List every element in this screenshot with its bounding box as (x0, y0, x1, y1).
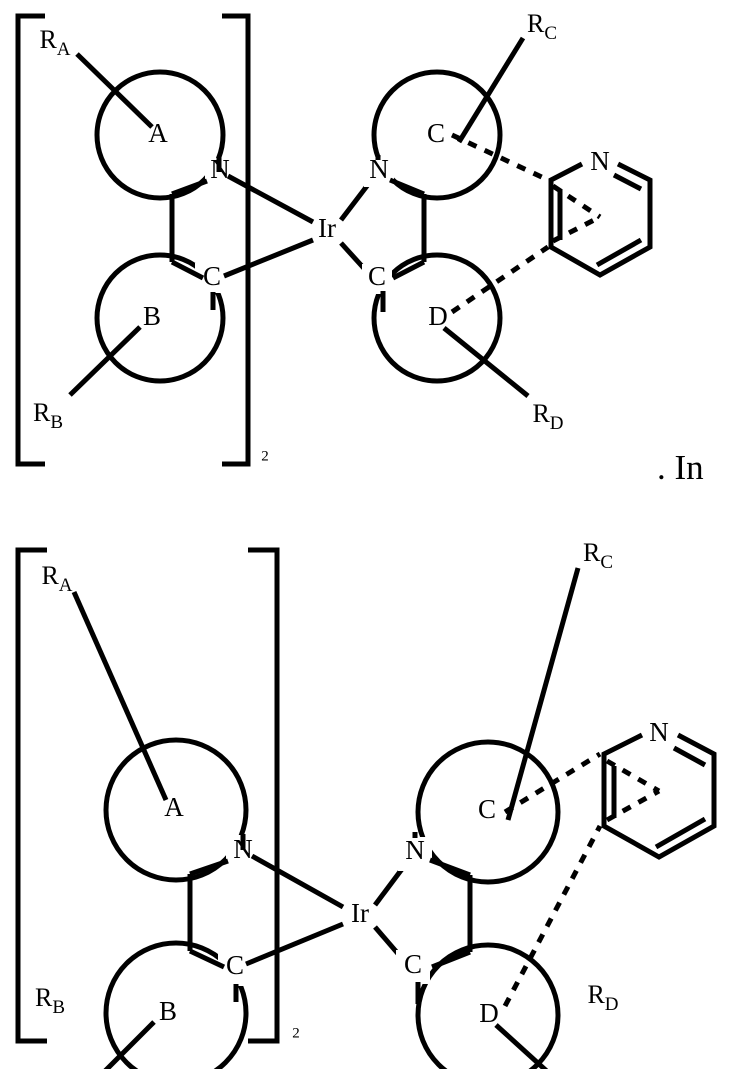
substituent-rb-label: RB (33, 398, 63, 433)
ring-c-circle-2 (415, 739, 561, 885)
structure-bottom: A B N C RA RB Ir C D N C RC (15, 538, 717, 1069)
mask-c-right (362, 264, 392, 294)
mask-n-right-2 (398, 837, 432, 871)
bracket-subscript-bottom: 2 (292, 1025, 300, 1041)
donor-c-right-label-2: C (404, 949, 422, 979)
bond-c-to-ir-left (223, 237, 314, 279)
mask-n-right (364, 157, 394, 187)
structure-top: A B N C RA RB Ir (15, 9, 653, 467)
pyridine-double-bond-top-right (612, 172, 643, 192)
bond-rb-line-2 (103, 1020, 156, 1069)
pyridine-n-label: N (590, 146, 610, 176)
substituent-rb-label-2: RB (35, 983, 65, 1018)
bond-rb-line (68, 325, 142, 397)
mask-c-right-2 (396, 950, 430, 984)
donor-c-right-label: C (368, 261, 386, 291)
ring-a-circle (94, 69, 226, 201)
bond-rc-line (456, 36, 526, 144)
ring-c-label: C (427, 118, 445, 148)
bond-n-to-ir-left-2 (250, 853, 345, 910)
pyridine-ring-outline (548, 161, 653, 278)
pyridine-n-label-2: N (649, 717, 669, 747)
donor-n-left-label: N (210, 154, 230, 184)
metal-center-label-bottom: Ir (351, 898, 369, 928)
pyridine-ring-outline-2 (601, 732, 717, 860)
ring-c-circle (371, 69, 503, 201)
bond-ra-line-2 (71, 590, 169, 802)
donor-n-right-label-2: N (405, 835, 425, 865)
ring-d-label: D (428, 301, 448, 331)
mask-c-left-2 (218, 952, 252, 986)
substituent-rd-label: RD (532, 399, 563, 434)
substituent-ra-label-2: RA (41, 561, 72, 596)
pyridine-double-bond-bottom-right-2 (654, 816, 707, 850)
dashed-internal-pyridine-lower (551, 214, 602, 244)
bond-ringd-c2-to-c (391, 259, 426, 281)
metal-center-label-top: Ir (318, 213, 336, 243)
bond-ra-line (75, 52, 154, 129)
dashed-bond-d-to-pyridine (450, 244, 550, 315)
ring-c-label-2: C (478, 794, 496, 824)
substituent-rd-label-2: RD (587, 980, 618, 1015)
bond-ir-to-n-right-2 (373, 863, 407, 907)
donor-c-left-label-2: C (226, 950, 244, 980)
substituent-rc-label-2: RC (583, 538, 613, 573)
bond-n-to-ringc-c2-2 (429, 857, 471, 878)
donor-n-right-label: N (369, 154, 389, 184)
bond-n-to-ringa-c2 (171, 178, 208, 197)
ring-d-label-2: D (479, 998, 499, 1028)
bond-ringb-c2-to-c-2 (188, 948, 226, 970)
ring-b-circle-2 (103, 940, 249, 1069)
bond-rd-line (442, 326, 530, 398)
pyridine-double-bond-top-right-2 (672, 745, 707, 768)
ring-b-circle (94, 252, 226, 384)
ring-b-label: B (143, 301, 161, 331)
bond-rc-line-2 (505, 567, 581, 821)
bond-n-to-ringc-c2 (389, 177, 425, 197)
left-bracket-bottom (15, 547, 47, 1044)
right-bracket-top (222, 13, 251, 467)
donor-n-left-label-2: N (233, 834, 253, 864)
substituent-rc-label: RC (527, 9, 557, 44)
ring-d-circle-2 (415, 942, 561, 1069)
ring-a-label: A (148, 118, 168, 148)
left-bracket-top (15, 13, 45, 467)
dashed-bond-c-to-pyridine-2 (503, 751, 602, 815)
bracket-subscript-top: 2 (261, 448, 269, 464)
bond-rd-line-2 (494, 1023, 549, 1069)
trailing-text: . In (657, 448, 704, 487)
donor-c-left-label: C (203, 261, 221, 291)
ring-a-circle-2 (103, 737, 249, 883)
dashed-bond-d-to-pyridine-2 (502, 824, 603, 1008)
right-bracket-bottom (248, 547, 280, 1044)
ring-d-circle (371, 252, 503, 384)
bond-ringd-c2-to-c-2 (431, 949, 471, 970)
bond-n-to-ir-left (226, 173, 315, 225)
bond-ir-to-n-right (339, 180, 372, 222)
ring-b-label-2: B (159, 996, 177, 1026)
pyridine-double-bond-bottom-right (595, 237, 643, 268)
bond-ringb-c2-to-c (170, 259, 205, 281)
ring-a-label-2: A (164, 792, 184, 822)
bond-c-to-ir-left-2 (245, 921, 344, 967)
bond-n-to-ringa-c2-2 (189, 858, 229, 877)
substituent-ra-label: RA (39, 25, 70, 60)
